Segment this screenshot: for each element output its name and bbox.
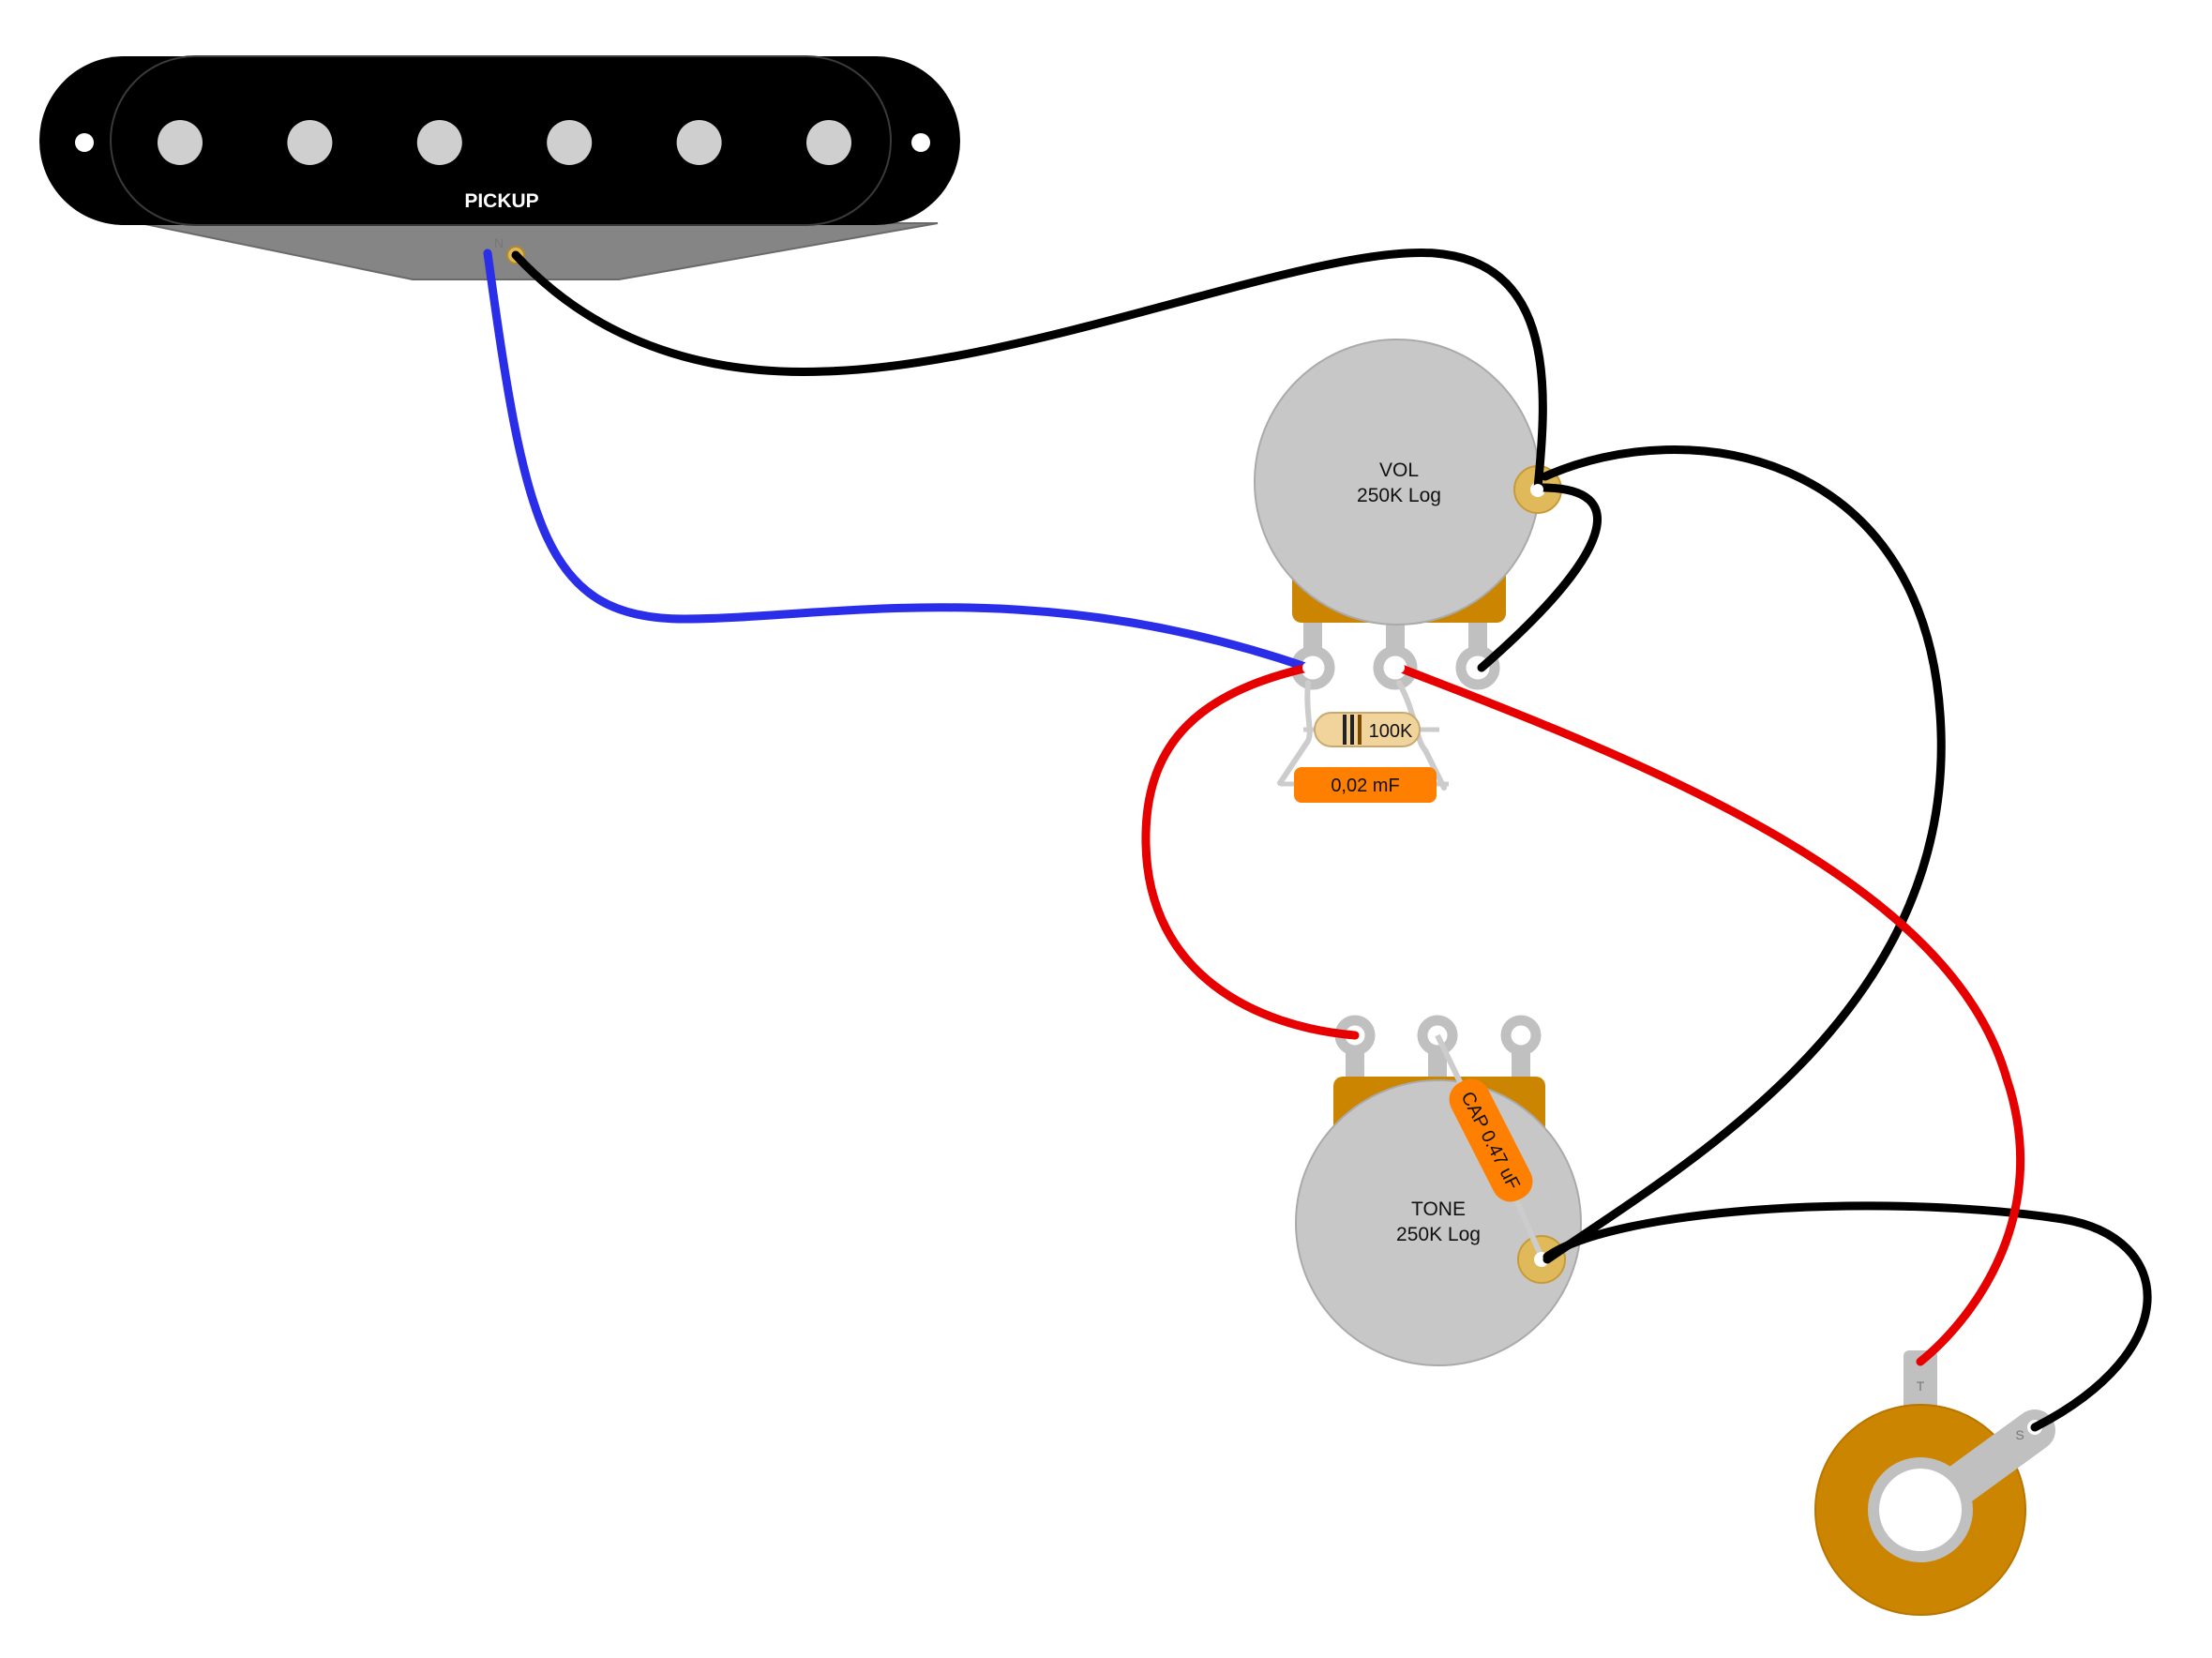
pickup-pole-6 [806, 120, 851, 165]
wire-pickup-hot [483, 249, 1313, 672]
resistor-band-2 [1350, 715, 1354, 745]
volume-pot-value: 250K Log [1357, 485, 1441, 506]
tone-lug-3 [1500, 1015, 1542, 1056]
wire-volume-to-tone-lug [1141, 663, 1360, 1040]
volume-pot: VOL 250K Log [1254, 339, 1562, 690]
tone-pot-name: TONE [1411, 1198, 1466, 1220]
wires [483, 248, 2152, 1432]
pickup-inner-body [110, 55, 892, 226]
tone-pot: TONE 250K Log CAP 0.47 uF [1295, 1015, 1582, 1366]
bleed-capacitor-body [1294, 767, 1437, 803]
jack-sleeve-label: S [2015, 1427, 2024, 1442]
tone-cap-lead-bottom [1512, 1194, 1545, 1261]
volume-lug-stem-1 [1303, 617, 1322, 651]
resistor-band-3 [1358, 715, 1362, 745]
volume-lug-stem-2 [1386, 617, 1405, 651]
resistor-band-1 [1343, 715, 1347, 745]
solder-dot-volume-ground [1532, 484, 1543, 495]
pickup-pole-4 [547, 120, 593, 165]
pickup-label: PICKUP [464, 190, 538, 212]
jack-hole [1868, 1457, 1973, 1562]
wire-pickup-ground [511, 248, 1547, 492]
volume-pot-body [1254, 339, 1541, 626]
pickup-pole-5 [676, 120, 722, 165]
pickup-mount-hole-right [911, 133, 930, 152]
tone-pot-value: 250K Log [1396, 1224, 1481, 1245]
wire-volume-to-tone-ground [1541, 445, 1946, 1264]
tone-pot-body [1295, 1079, 1582, 1366]
wire-volume-lug3-ground [1477, 483, 1602, 672]
jack-tip-label: T [1917, 1379, 1925, 1394]
pickup-mount-hole-left [75, 133, 94, 152]
jack-tip-lug [1904, 1350, 1937, 1414]
output-jack: T S [1814, 1350, 2055, 1616]
pickup: PICKUP N [39, 55, 960, 280]
tone-cap-body [1449, 1078, 1533, 1202]
resistor-body [1314, 712, 1421, 747]
treble-bleed-network: 100K 0,02 mF [1277, 680, 1449, 803]
pickup-pole-1 [158, 120, 203, 165]
bleed-capacitor-label: 0,02 mF [1331, 776, 1399, 796]
pickup-pole-2 [287, 120, 333, 165]
wire-tone-to-jack-sleeve [1542, 1201, 2152, 1432]
solder-dot-volume-lug1 [1302, 662, 1314, 673]
volume-lug-stem-3 [1468, 617, 1487, 651]
treble-bleed-leg-left [1277, 680, 1313, 786]
resistor-label: 100K [1369, 721, 1413, 742]
tone-cap-lead-top [1435, 1033, 1466, 1090]
pickup-terminal-label: N [494, 235, 504, 250]
pickup-pole-pieces [158, 120, 851, 165]
solder-dot-volume-lug2 [1393, 662, 1405, 673]
pickup-base-plate [140, 222, 939, 280]
volume-pot-name: VOL [1379, 460, 1419, 481]
wire-volume-wiper-to-jack-tip [1394, 663, 2025, 1366]
pickup-pole-3 [416, 120, 462, 165]
